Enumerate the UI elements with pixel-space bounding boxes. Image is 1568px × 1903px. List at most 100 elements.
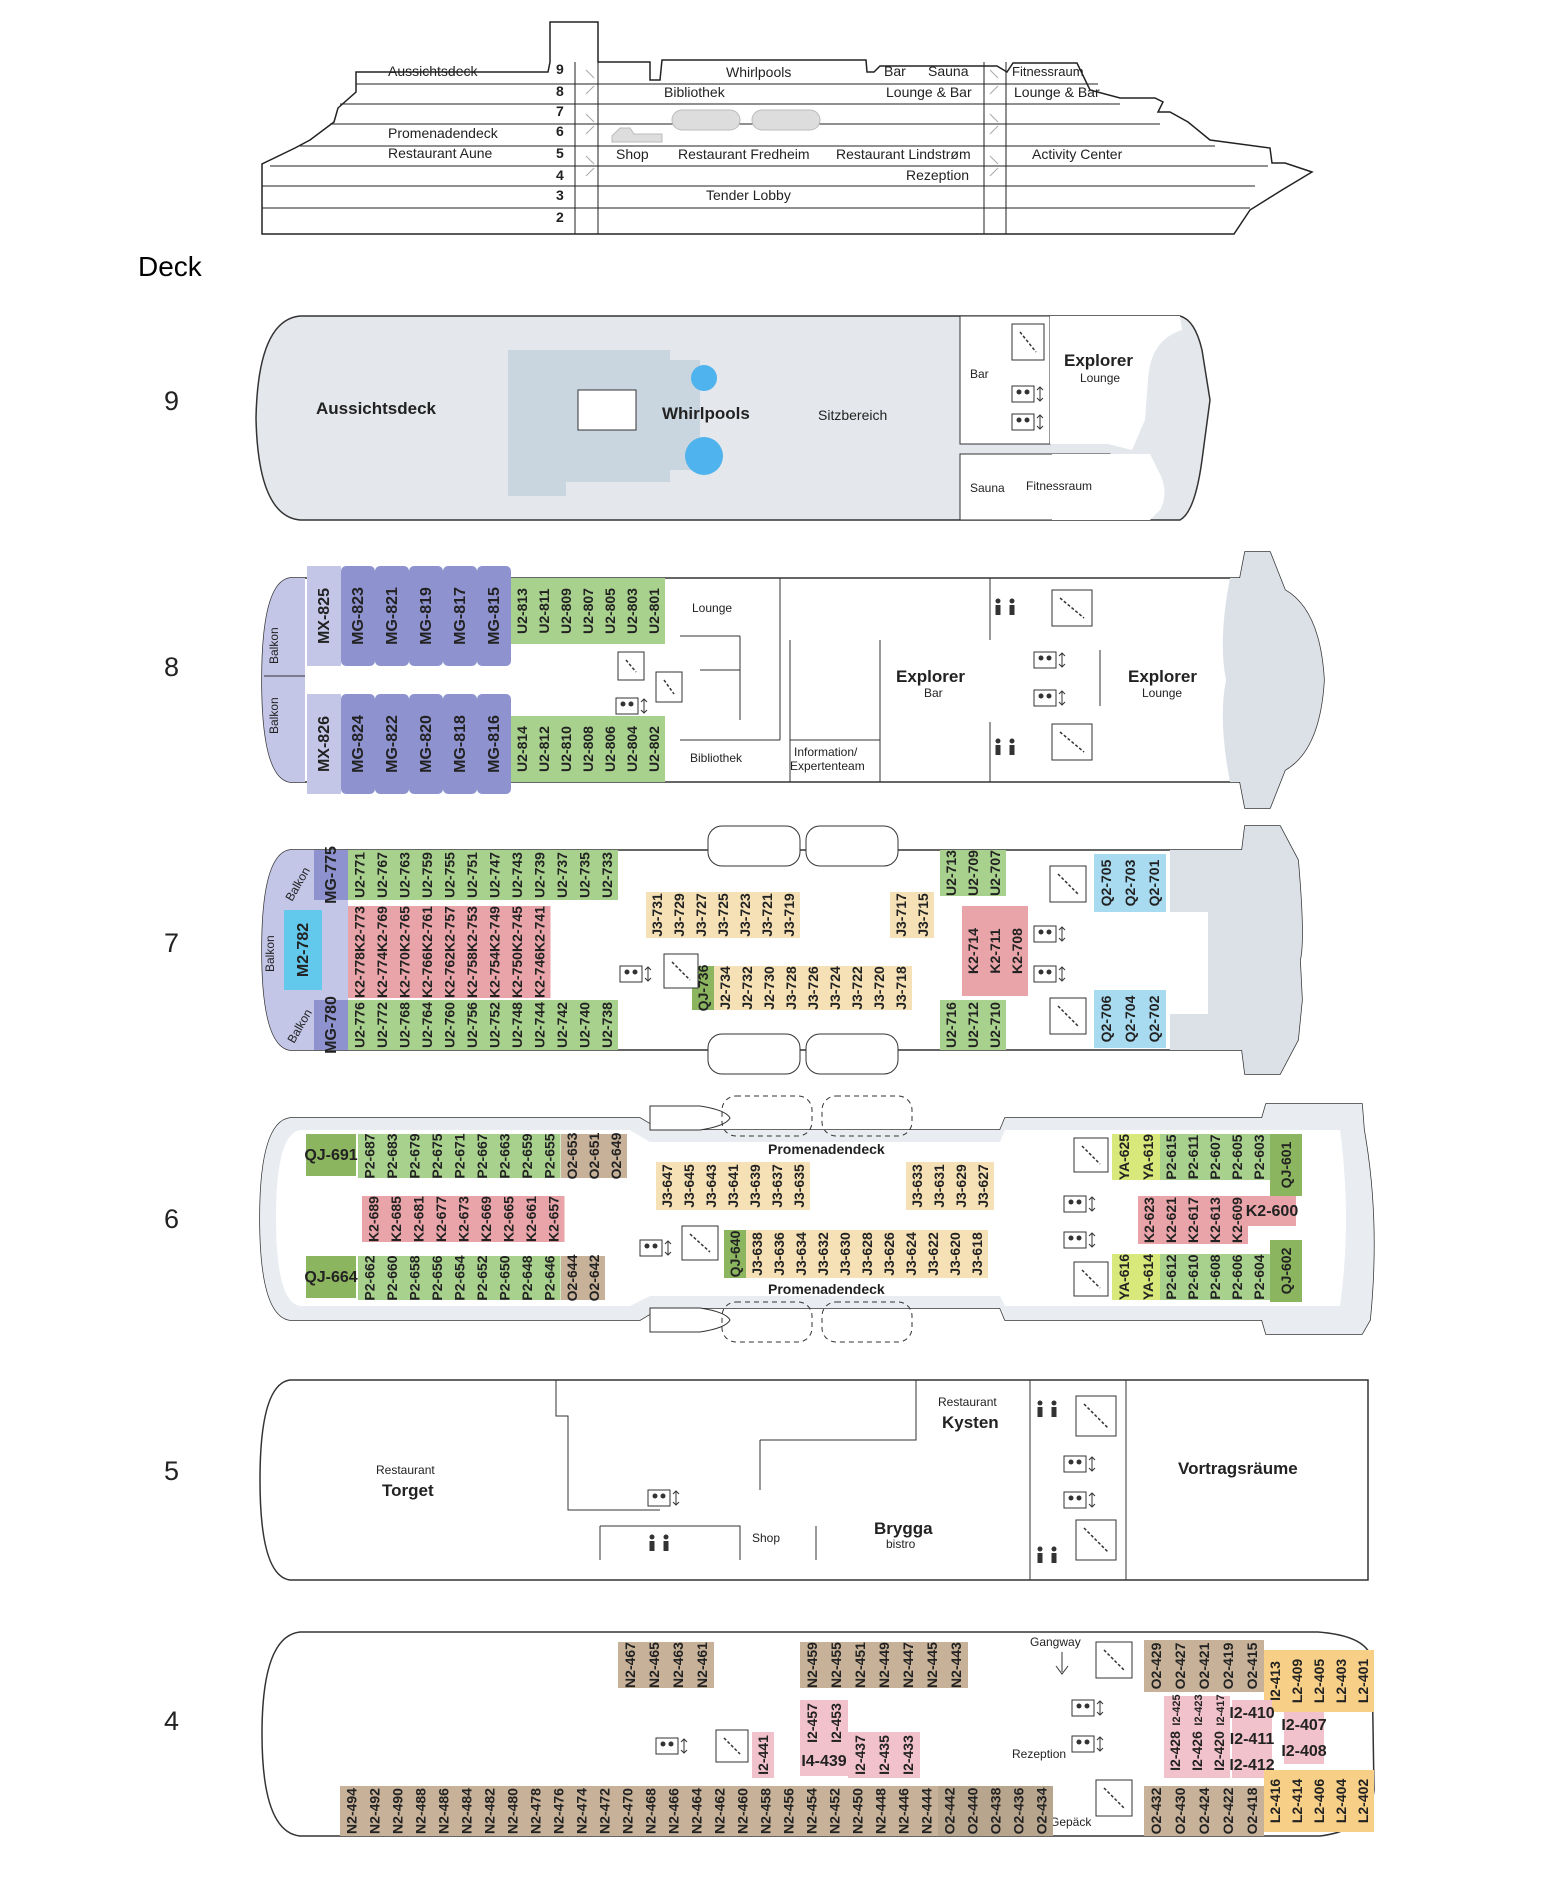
cabin-number[interactable]: U2-747 [486, 852, 502, 898]
cabin-number[interactable]: I2-423 [1193, 1694, 1205, 1725]
cabin-number[interactable]: MG-820 [418, 715, 435, 773]
cabin-block[interactable] [722, 1162, 744, 1210]
cabin-number[interactable]: I2-453 [828, 1703, 844, 1743]
cabin-block[interactable] [403, 1134, 426, 1178]
cabin-block[interactable] [483, 906, 506, 952]
cabin-number[interactable]: N2-492 [367, 1788, 383, 1834]
cabin-number[interactable]: O2-649 [608, 1132, 624, 1179]
cabin-number[interactable]: U2-737 [554, 852, 570, 898]
cabin-block[interactable] [642, 1642, 666, 1688]
cabin-block[interactable] [1208, 1696, 1230, 1724]
cabin-block[interactable] [1136, 1134, 1160, 1180]
cabin-number[interactable]: K2-773 [351, 906, 367, 952]
cabin-number[interactable]: N2-456 [781, 1788, 797, 1834]
cabin-number[interactable]: U2-776 [351, 1002, 367, 1048]
cabin-block[interactable] [734, 892, 756, 938]
cabin-block[interactable] [370, 906, 394, 952]
cabin-block[interactable] [800, 1700, 824, 1746]
cabin-number[interactable]: U2-748 [509, 1002, 525, 1048]
cabin-block[interactable] [961, 1786, 984, 1836]
cabin-number[interactable]: N2-490 [390, 1788, 406, 1834]
cabin-number[interactable]: L2-402 [1355, 1779, 1371, 1824]
cabin-number[interactable]: U2-743 [509, 852, 525, 898]
cabin-block[interactable] [724, 1230, 746, 1278]
cabin-block[interactable] [1186, 1696, 1208, 1724]
cabin-number[interactable]: J3-633 [909, 1164, 925, 1208]
cabin-block[interactable] [1232, 1700, 1272, 1726]
cabin-number[interactable]: U2-813 [514, 588, 530, 634]
cabin-block[interactable] [1182, 1134, 1204, 1180]
cabin-block[interactable] [1232, 1726, 1272, 1752]
cabin-block[interactable] [872, 1732, 896, 1778]
cabin-block[interactable] [595, 1000, 619, 1050]
cabin-number[interactable]: I2-433 [900, 1735, 916, 1775]
cabin-block[interactable] [501, 1786, 524, 1836]
cabin-number[interactable]: O2-418 [1244, 1787, 1260, 1834]
cabin-number[interactable]: P2-675 [429, 1133, 445, 1178]
cabin-number[interactable]: O2-432 [1148, 1787, 1164, 1834]
cabin-number[interactable]: J3-618 [969, 1232, 985, 1276]
cabin-block[interactable] [358, 1256, 381, 1300]
cabin-block[interactable] [824, 1700, 848, 1746]
cabin-block[interactable] [341, 694, 375, 794]
cabin-block[interactable] [393, 850, 416, 900]
cabin-number[interactable]: O2-430 [1172, 1787, 1188, 1834]
cabin-block[interactable] [380, 1134, 404, 1178]
cabin-number[interactable]: U2-716 [943, 1002, 959, 1048]
cabin-block[interactable] [1168, 1640, 1192, 1692]
cabin-number[interactable]: P2-615 [1163, 1134, 1179, 1179]
cabin-number[interactable]: K2-758 [464, 952, 480, 998]
cabin-block[interactable] [1186, 1724, 1208, 1778]
cabin-block[interactable] [425, 1134, 449, 1178]
cabin-number[interactable]: P2-608 [1207, 1254, 1223, 1299]
cabin-block[interactable] [348, 1000, 371, 1050]
cabin-block[interactable] [690, 892, 712, 938]
cabin-number[interactable]: J3-620 [947, 1232, 963, 1276]
cabin-block[interactable] [1007, 1786, 1030, 1836]
cabin-block[interactable] [505, 906, 529, 952]
cabin-block[interactable] [714, 966, 736, 1010]
cabin-block[interactable] [573, 1000, 596, 1050]
cabin-number[interactable]: K2-757 [441, 906, 457, 952]
cabin-block[interactable] [409, 566, 443, 666]
cabin-number[interactable]: J3-723 [737, 893, 753, 937]
cabin-number[interactable]: P2-662 [361, 1255, 377, 1300]
cabin-block[interactable] [834, 1230, 856, 1278]
cabin-number[interactable]: J3-645 [681, 1164, 697, 1208]
cabin-block[interactable] [744, 1162, 766, 1210]
cabin-block[interactable] [542, 1196, 565, 1242]
cabin-block[interactable] [662, 1786, 685, 1836]
cabin-number[interactable]: QJ-601 [1278, 1141, 1294, 1188]
cabin-block[interactable] [448, 1256, 471, 1300]
cabin-block[interactable] [984, 1786, 1007, 1836]
cabin-block[interactable] [912, 892, 934, 938]
cabin-block[interactable] [474, 1196, 498, 1242]
cabin-number[interactable]: K2-746 [531, 952, 547, 998]
cabin-block[interactable] [812, 1230, 834, 1278]
cabin-block[interactable] [780, 966, 802, 1010]
cabin-block[interactable] [362, 1196, 385, 1242]
cabin-block[interactable] [583, 1134, 605, 1178]
cabin-number[interactable]: MG-818 [452, 715, 469, 773]
cabin-number[interactable]: N2-462 [712, 1788, 728, 1834]
cabin-number[interactable]: QJ-736 [695, 964, 711, 1011]
cabin-number[interactable]: U2-814 [514, 726, 530, 772]
cabin-block[interactable] [599, 578, 621, 644]
cabin-block[interactable] [944, 1230, 966, 1278]
cabin-number[interactable]: MG-821 [384, 587, 401, 645]
cabin-number[interactable]: MG-775 [323, 846, 340, 904]
cabin-block[interactable] [460, 1000, 484, 1050]
cabin-number[interactable]: L2-401 [1355, 1659, 1371, 1704]
cabin-number[interactable]: K2-661 [523, 1196, 539, 1242]
cabin-block[interactable] [1030, 1786, 1053, 1836]
cabin-number[interactable]: N2-476 [551, 1788, 567, 1834]
cabin-number[interactable]: J3-720 [871, 966, 887, 1010]
cabin-number[interactable]: U2-808 [580, 726, 596, 772]
cabin-block[interactable] [1142, 990, 1166, 1048]
cabin-number[interactable]: N2-455 [828, 1642, 844, 1688]
cabin-number[interactable]: U2-733 [599, 852, 615, 898]
cabin-number[interactable]: N2-447 [900, 1642, 916, 1688]
cabin-number[interactable]: N2-443 [948, 1642, 964, 1688]
cabin-block[interactable] [940, 1000, 962, 1050]
cabin-number[interactable]: J3-636 [771, 1232, 787, 1276]
